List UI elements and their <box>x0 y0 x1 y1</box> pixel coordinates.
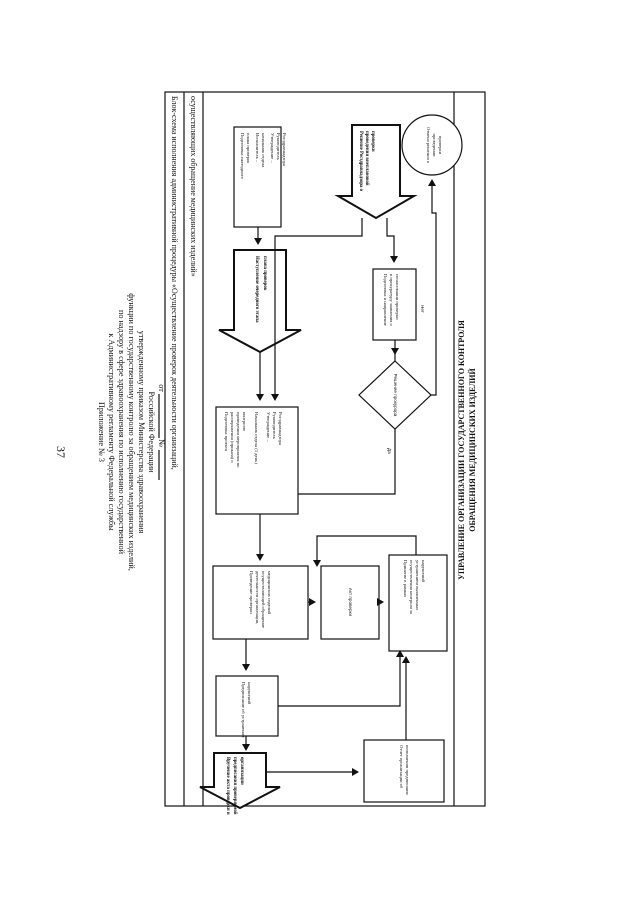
handover-l2: предписания проверяемой <box>232 757 237 815</box>
diagram-title-line-1: Блок-схема исполнения административной п… <box>170 96 179 470</box>
diagram-frame <box>164 91 486 807</box>
cancel-l1: Отмена решения о <box>426 127 431 164</box>
organization-report-box <box>363 739 445 803</box>
report-l2: исполнении предписания <box>405 745 410 796</box>
department-line-1: УПРАВЛЕНИЕ ОРГАНИЗАЦИИ ГОСУДАРСТВЕННОГО … <box>457 320 466 580</box>
handover-l1: Вручение акта проверки и <box>225 757 230 815</box>
prepare-order-l7: Руководитель <box>272 412 277 439</box>
unscheduled-decision-l1: Решение Росздравнадзора о <box>358 131 363 192</box>
measures-l2: осуществления контроля за <box>409 560 414 614</box>
header-line-3: по надзору в сфере здравоохранения по ис… <box>117 310 126 555</box>
annual-plan-l4: начальник отдела <box>261 133 266 167</box>
prescription-l2: нарушений <box>247 682 252 705</box>
measures-l4: нарушений <box>421 560 426 583</box>
prepare-order-l8: Росздравнадзора <box>278 412 283 445</box>
control-measures-box <box>388 554 448 652</box>
no-label: Нет <box>420 305 425 314</box>
yes-label: Да <box>387 448 392 454</box>
header-line-5: утвержденному приказом Министерства здра… <box>137 331 146 534</box>
inspection-l1: Проведение проверки <box>249 571 254 614</box>
annual-plan-l1: Подготовка ежегодного <box>240 133 245 180</box>
unscheduled-decision-l2: проведении внеплановой <box>364 131 369 186</box>
prepare-order-l5: Начальник отдела (1 день) <box>254 412 259 464</box>
header-line-1: Приложение № 3 <box>97 402 106 462</box>
prepare-order-l1: Подготовка проекта <box>224 412 229 451</box>
cancel-l2: проведении <box>432 134 437 157</box>
inspection-l4: медицинских изделий <box>267 571 272 615</box>
prosecutor-request-l3: согласовании проверки <box>395 274 400 320</box>
unscheduled-decision-arrow <box>334 124 418 220</box>
plan-stage-l2: плана проверок <box>262 256 267 291</box>
header-line-4: функции по государственному контролю за … <box>127 293 136 571</box>
department-line-2: ОБРАЩЕНИЯ МЕДИЦИНСКИХ ИЗДЕЛИЙ <box>468 367 477 531</box>
header-line-7-number: № <box>157 439 166 447</box>
prepare-order-l6: Утверждение – <box>266 412 271 442</box>
annual-plan-l6: Руководитель <box>276 133 281 160</box>
prosecutor-decision-label: Решение прокурора <box>393 374 398 417</box>
diagram-title-line-2: осуществляющих обращение медицинских изд… <box>189 96 198 277</box>
cancel-l3: проверки <box>438 136 443 155</box>
annual-plan-l7: Росздравнадзора <box>282 133 287 166</box>
header-block: Приложение № 3 к Административному регла… <box>97 293 166 571</box>
plan-stage-arrow <box>218 249 302 354</box>
department-label: УПРАВЛЕНИЕ ОРГАНИЗАЦИИ ГОСУДАРСТВЕННОГО … <box>457 320 477 580</box>
prescription-l1: Предписание об устранении <box>241 682 246 738</box>
delivery-arrow <box>199 752 281 810</box>
inspection-cancel-circle <box>401 114 463 176</box>
prepare-order-l4: контролю <box>242 412 247 432</box>
prepare-order-box <box>215 406 299 515</box>
page-number: 37 <box>54 446 68 458</box>
inspection-l3: осуществляющей обращение <box>261 571 266 628</box>
header-line-2: к Административному регламенту Федеральн… <box>107 333 116 531</box>
measures-l3: устранением выявленных <box>415 560 420 611</box>
plan-stage-l1: Наступление очередного этапа <box>254 256 259 323</box>
prescription-box <box>215 675 279 737</box>
prepare-order-l3: проведении мероприятия по <box>236 412 241 468</box>
header-line-6: Российской Федерации <box>147 391 156 473</box>
measures-l1: Принятие в рамках <box>403 560 408 598</box>
unscheduled-decision-l3: проверки <box>370 131 375 152</box>
act-label: Акт проверки <box>348 588 353 617</box>
annual-plan-l3: Исполнитель – <box>255 133 260 163</box>
report-l1: Отчет организации об <box>399 745 404 789</box>
handover-l3: организации <box>239 757 244 785</box>
annual-plan-l2: плана проверок <box>246 133 251 164</box>
annual-plan-l5: Утверждение – <box>270 133 275 163</box>
inspection-l2: деятельности организации, <box>254 571 260 624</box>
prosecutor-request-l2: в прокуратуру заявления о <box>389 274 394 327</box>
prosecutor-request-l1: Подготовка и направление <box>383 274 388 326</box>
prepare-order-l2: распоряжения (приказа) о <box>230 412 235 463</box>
header-line-7-prefix: от <box>157 384 166 392</box>
